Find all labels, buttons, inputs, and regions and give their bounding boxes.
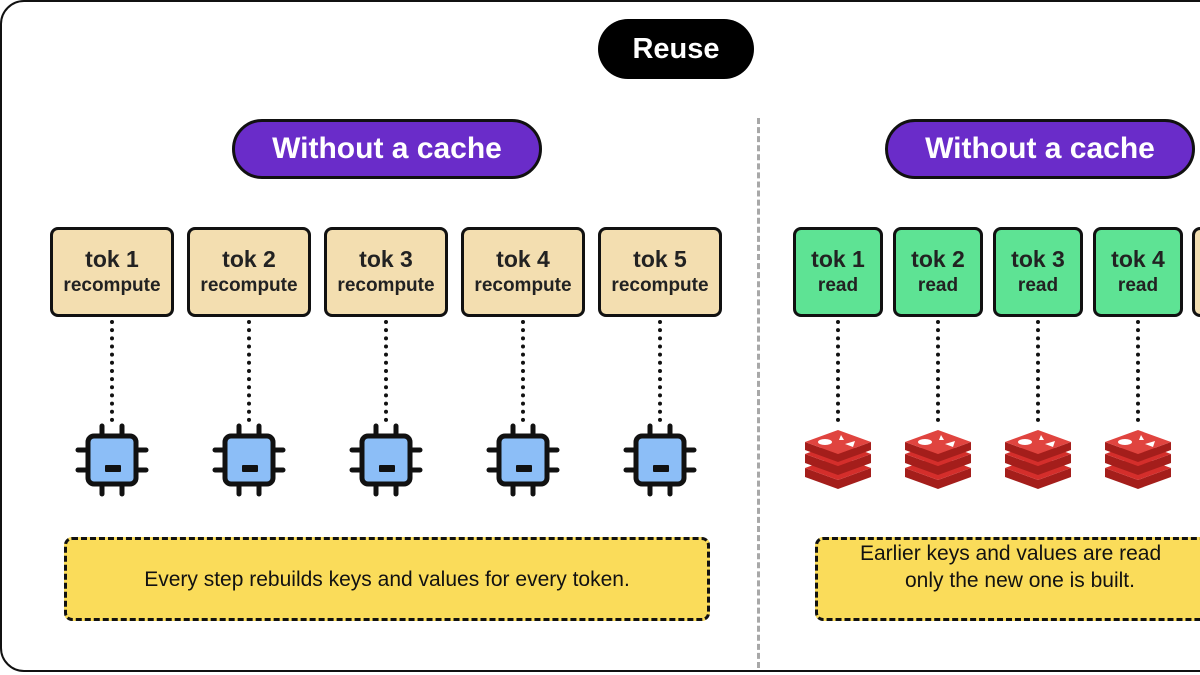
title-pill: Reuse [598,19,754,79]
cpu-chip-icon [349,423,423,497]
section-divider [757,118,760,668]
dotted-connector [110,320,114,422]
left-token-box: tok 2 recompute [187,227,311,317]
token-name: tok 5 [633,246,687,272]
left-token-box: tok 1 recompute [50,227,174,317]
dotted-connector [1136,320,1140,422]
right-section-label: Without a cache [885,119,1195,179]
token-action: read [917,275,959,296]
token-action: recompute [611,275,709,296]
right-note-line2: only the new one is built. [905,569,1135,592]
right-token-box: tok 2 read [893,227,983,317]
token-name: tok 2 [911,246,965,272]
cpu-chip-icon [75,423,149,497]
redis-cache-icon [805,430,871,489]
token-name: tok 3 [359,246,413,272]
token-name: tok 1 [811,246,865,272]
token-action: recompute [200,275,298,296]
right-note: Earlier keys and values are read only th… [815,537,1200,621]
cpu-chip-icon [623,423,697,497]
right-token-box: tok 3 read [993,227,1083,317]
token-name: tok 2 [222,246,276,272]
left-section-label: Without a cache [232,119,542,179]
token-action: read [1117,275,1159,296]
left-note-text: Every step rebuilds keys and values for … [144,567,630,591]
token-name: tok 4 [496,246,550,272]
dotted-connector [836,320,840,422]
token-action: read [817,275,859,296]
token-name: tok 3 [1011,246,1065,272]
token-name: tok 4 [1111,246,1165,272]
left-note: Every step rebuilds keys and values for … [64,537,710,621]
redis-cache-icon [905,430,971,489]
redis-cache-icon [1005,430,1071,489]
dotted-connector [936,320,940,422]
token-action: recompute [337,275,435,296]
token-action: recompute [474,275,572,296]
left-token-box: tok 3 recompute [324,227,448,317]
dotted-connector [658,320,662,422]
token-action: read [1017,275,1059,296]
cpu-chip-icon [212,423,286,497]
dotted-connector [1036,320,1040,422]
left-token-box: tok 5 recompute [598,227,722,317]
left-token-box: tok 4 recompute [461,227,585,317]
right-note-line1: Earlier keys and values are read [860,542,1162,565]
dotted-connector [247,320,251,422]
dotted-connector [521,320,525,422]
cpu-chip-icon [486,423,560,497]
redis-cache-icon [1105,430,1171,489]
right-token-box-partial [1192,227,1200,317]
right-token-box: tok 1 read [793,227,883,317]
token-name: tok 1 [85,246,139,272]
right-token-box: tok 4 read [1093,227,1183,317]
dotted-connector [384,320,388,422]
token-action: recompute [63,275,161,296]
